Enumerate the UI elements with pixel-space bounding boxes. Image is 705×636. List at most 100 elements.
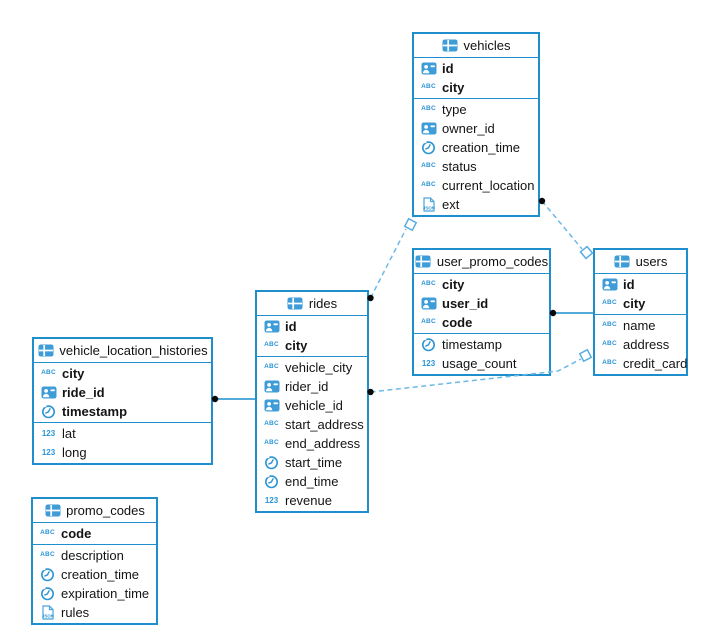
field-row-start_address[interactable]: ABC start_address: [257, 415, 367, 434]
uid-icon: [420, 122, 437, 135]
field-label: ext: [442, 197, 460, 212]
field-row-id[interactable]: id: [414, 59, 538, 78]
field-row-vehicle_id[interactable]: vehicle_id: [257, 396, 367, 415]
field-label: creation_time: [442, 140, 521, 155]
table-icon: [442, 39, 459, 52]
datetime-icon: [263, 474, 280, 489]
field-row-start_time[interactable]: start_time: [257, 453, 367, 472]
field-row-code[interactable]: ABC code: [414, 313, 549, 332]
table-icon: [37, 344, 54, 357]
field-label: status: [442, 159, 477, 174]
field-label: timestamp: [62, 404, 128, 419]
string-icon: ABC: [602, 299, 617, 307]
relationship-vehicles-users[interactable]: [541, 200, 583, 250]
field-row-expiration_time[interactable]: expiration_time: [33, 584, 156, 603]
field-label: rider_id: [285, 379, 329, 394]
table-header-vehicles[interactable]: vehicles: [414, 34, 538, 58]
table-header-vehicle_location_histories[interactable]: vehicle_location_histories: [34, 339, 211, 363]
table-header-rides[interactable]: rides: [257, 292, 367, 316]
table-header-promo_codes[interactable]: promo_codes: [33, 499, 156, 523]
relationship-square-marker: [578, 348, 593, 363]
string-icon: ABC: [264, 439, 279, 447]
relationship-rides-vehicles[interactable]: [369, 228, 407, 299]
string-icon: ABC: [264, 341, 279, 349]
field-label: code: [442, 315, 473, 330]
table-icon: [614, 255, 631, 268]
uid-icon: [601, 278, 618, 291]
string-icon: ABC: [421, 162, 436, 170]
number-icon: 123: [421, 358, 436, 368]
string-icon: ABC: [602, 359, 617, 367]
field-label: start_address: [285, 417, 364, 432]
field-label: expiration_time: [61, 586, 150, 601]
field-label: ride_id: [62, 385, 105, 400]
field-row-ride_id[interactable]: ride_id: [34, 383, 211, 402]
field-row-address[interactable]: ABC address: [595, 335, 686, 354]
field-row-timestamp[interactable]: timestamp: [414, 335, 549, 354]
field-row-creation_time[interactable]: creation_time: [414, 138, 538, 157]
string-icon: ABC: [602, 340, 617, 348]
field-label: city: [285, 338, 308, 353]
field-row-timestamp[interactable]: timestamp: [34, 402, 211, 421]
string-icon: ABC: [264, 420, 279, 428]
table-name: user_promo_codes: [436, 254, 549, 269]
field-row-creation_time[interactable]: creation_time: [33, 565, 156, 584]
table-header-user_promo_codes[interactable]: user_promo_codes: [414, 250, 549, 274]
field-row-user_id[interactable]: user_id: [414, 294, 549, 313]
string-icon: ABC: [40, 529, 55, 537]
field-label: user_id: [442, 296, 489, 311]
field-label: revenue: [285, 493, 332, 508]
string-icon: ABC: [421, 318, 436, 326]
field-label: description: [61, 548, 124, 563]
field-label: city: [62, 366, 85, 381]
field-row-id[interactable]: id: [595, 275, 686, 294]
table-header-users[interactable]: users: [595, 250, 686, 274]
relationship-rides-users[interactable]: [370, 358, 582, 393]
field-row-city[interactable]: ABC city: [257, 336, 367, 355]
field-row-owner_id[interactable]: owner_id: [414, 119, 538, 138]
field-row-id[interactable]: id: [257, 317, 367, 336]
field-label: owner_id: [442, 121, 495, 136]
string-icon: ABC: [40, 551, 55, 559]
uid-icon: [263, 320, 280, 333]
field-row-description[interactable]: ABC description: [33, 546, 156, 565]
number-icon: 123: [41, 447, 56, 457]
field-row-rider_id[interactable]: rider_id: [257, 377, 367, 396]
uid-icon: [40, 386, 57, 399]
field-row-status[interactable]: ABC status: [414, 157, 538, 176]
field-label: id: [623, 277, 635, 292]
field-row-end_time[interactable]: end_time: [257, 472, 367, 491]
field-label: address: [623, 337, 670, 352]
json-icon: JSON: [39, 605, 56, 620]
